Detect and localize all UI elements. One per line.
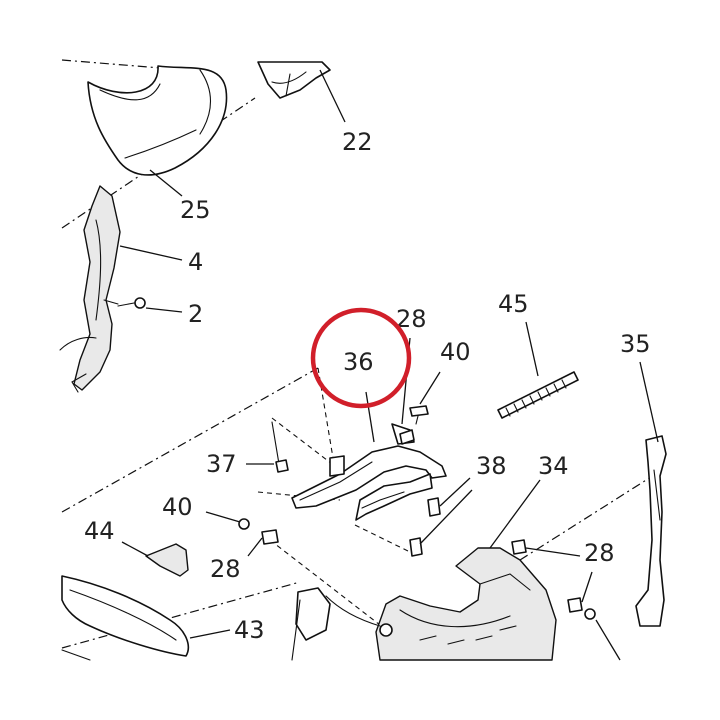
callout-36: 36: [343, 348, 374, 376]
screw-40-lower: [238, 518, 250, 530]
part-45-threaded-rod: [497, 371, 579, 419]
screw-37: [271, 421, 289, 473]
callout-2: 2: [188, 300, 203, 328]
screw-40-upper: [409, 405, 429, 425]
callout-4: 4: [188, 248, 203, 276]
part-22-bracket: [257, 61, 331, 99]
callout-28-left: 28: [210, 555, 241, 583]
callout-44: 44: [84, 517, 115, 545]
callout-35: 35: [620, 330, 651, 358]
callout-22: 22: [342, 128, 373, 156]
callout-45: 45: [498, 290, 529, 318]
callout-34: 34: [538, 452, 569, 480]
callout-37: 37: [206, 450, 237, 478]
screws-38: [409, 497, 441, 557]
part-35-side-frame: [635, 435, 667, 627]
callout-40-left: 40: [162, 493, 193, 521]
part-44-trim-piece: [145, 543, 189, 577]
callout-labels: 22 25 4 2 36 28 40 45 35 37 38 34 40 44 …: [84, 128, 651, 644]
callout-38: 38: [476, 452, 507, 480]
highlight-circle: [310, 307, 412, 409]
callout-43: 43: [234, 616, 265, 644]
part-36-bracket: [291, 423, 447, 521]
part-43-lower-fairing: [61, 575, 331, 661]
part-4-side-bracket: [59, 185, 121, 393]
part-25-fairing-panel: [87, 65, 228, 176]
leader-lines: [119, 69, 659, 661]
clips-28: [261, 429, 596, 620]
part-34-lower-assembly: [325, 547, 557, 661]
callout-28-right: 28: [584, 539, 615, 567]
callout-40-top: 40: [440, 338, 471, 366]
callout-25: 25: [180, 196, 211, 224]
screw-2: [117, 297, 146, 309]
